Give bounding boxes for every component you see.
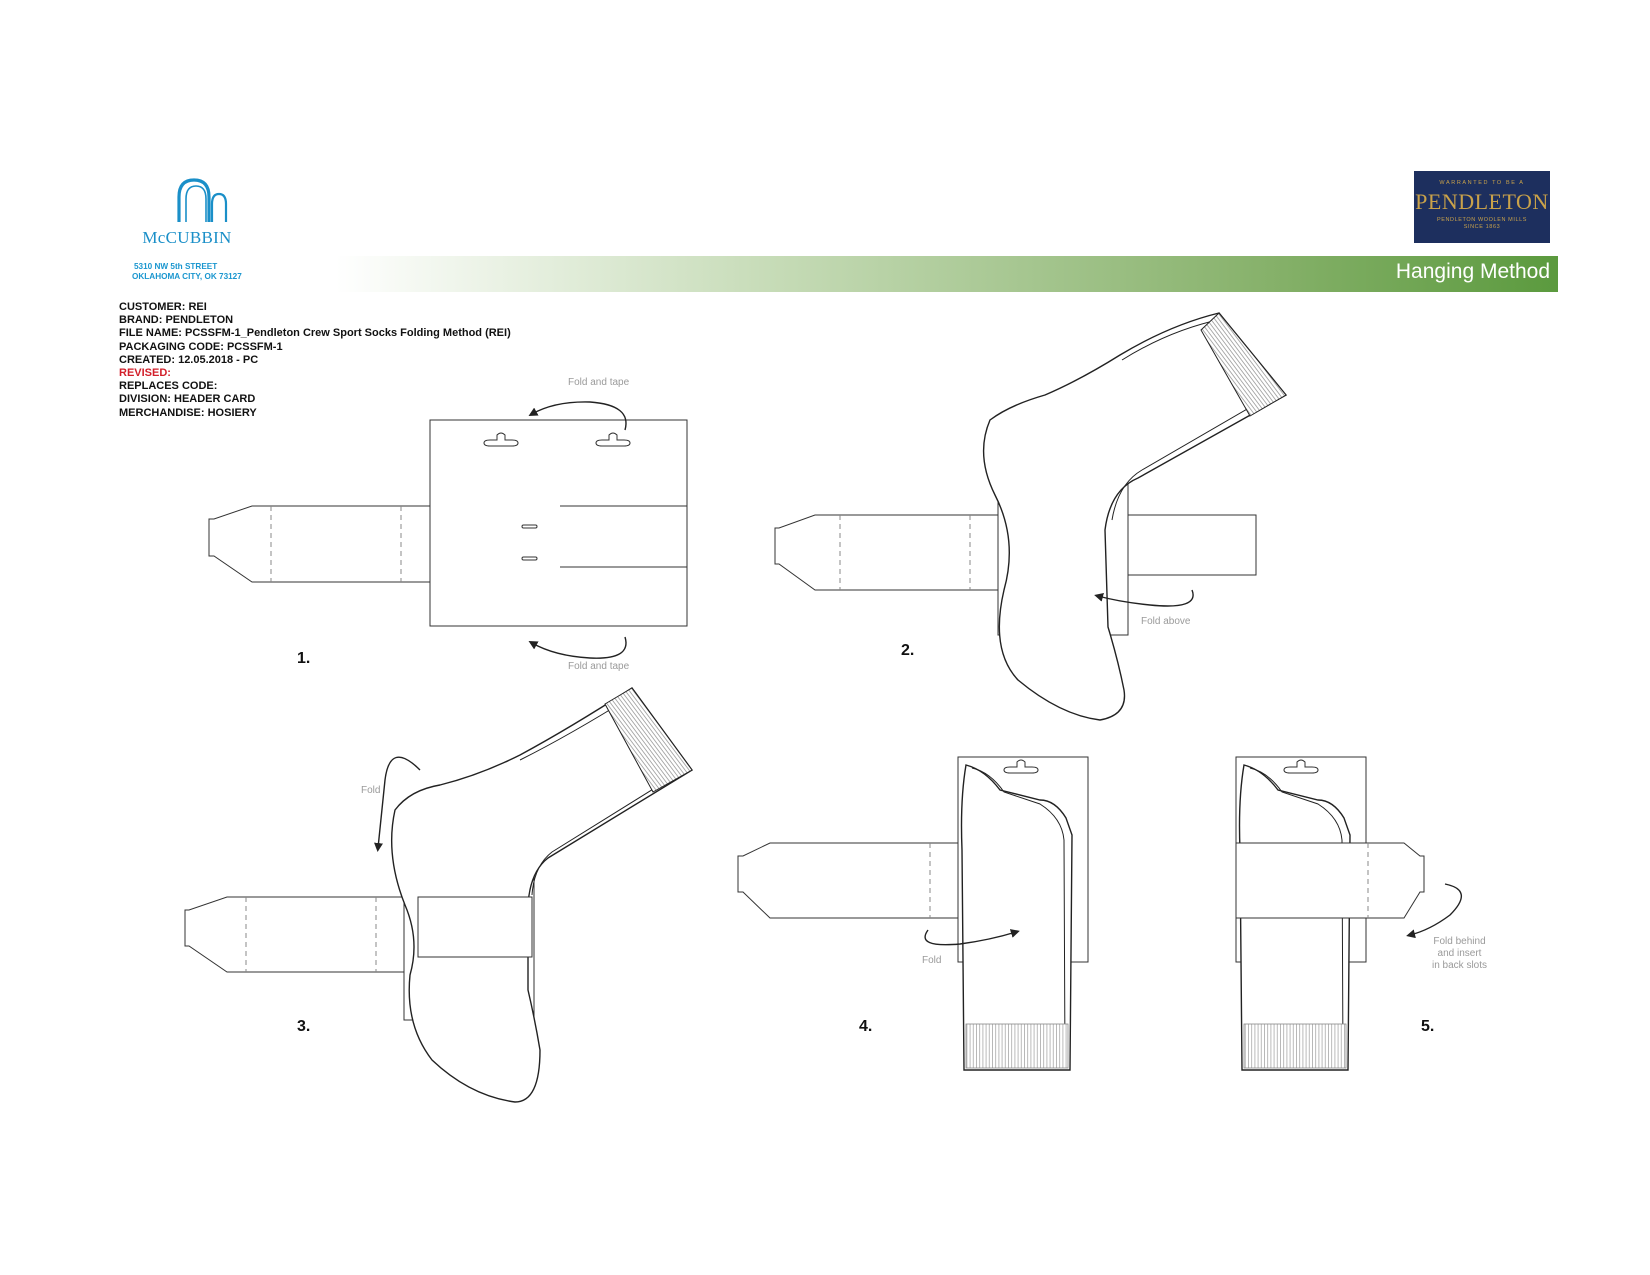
pendleton-subtext-2: SINCE 1863 <box>1463 224 1501 230</box>
step3-note: Fold <box>361 785 381 796</box>
spec-created: CREATED: 12.05.2018 - PC <box>119 353 259 366</box>
header-band <box>120 256 1558 292</box>
spec-brand: BRAND: PENDLETON <box>119 314 234 327</box>
step5-sock <box>1235 764 1425 1071</box>
step-number-3: 3. <box>297 1018 311 1035</box>
step1-note-bottom: Fold and tape <box>568 661 630 672</box>
company-name: McCUBBIN <box>142 228 232 247</box>
company-address: 5310 NW 5th STREET OKLAHOMA CITY, OK 731… <box>132 262 242 281</box>
step4-arrow <box>924 929 1020 946</box>
pendleton-label-logo: WARRANTED TO BE A PENDLETON PENDLETON WO… <box>1414 171 1550 243</box>
pendleton-name: PENDLETON <box>1415 189 1549 214</box>
step-number-2: 2. <box>901 642 915 659</box>
step5-arrow <box>1406 883 1462 939</box>
spec-revised: REVISED: <box>119 367 171 380</box>
step1-note-top: Fold and tape <box>568 377 630 388</box>
spec-packaging-code: PACKAGING CODE: PCSSFM-1 <box>119 340 283 353</box>
pendleton-top-text: WARRANTED TO BE A <box>1439 180 1525 186</box>
spec-customer: CUSTOMER: REI <box>119 301 207 313</box>
step2-arrow <box>1094 589 1194 607</box>
step3-sock <box>391 687 694 1103</box>
address-line-2: OKLAHOMA CITY, OK 73127 <box>132 271 242 281</box>
step-number-4: 4. <box>859 1018 873 1035</box>
step1-arrow-bottom <box>528 636 627 659</box>
step4-note: Fold <box>922 955 942 966</box>
pendleton-subtext-1: PENDLETON WOOLEN MILLS <box>1436 217 1528 223</box>
step-number-5: 5. <box>1421 1018 1435 1035</box>
spec-file-name: FILE NAME: PCSSFM-1_Pendleton Crew Sport… <box>119 327 511 340</box>
spec-division: DIVISION: HEADER CARD <box>119 393 256 406</box>
mccubbin-arch-logo <box>177 178 228 222</box>
step2-sock <box>982 312 1288 721</box>
spec-merchandise: MERCHANDISE: HOSIERY <box>119 406 257 419</box>
page-title: Hanging Method <box>1395 260 1550 283</box>
step2-note: Fold above <box>1141 616 1191 627</box>
address-line-1: 5310 NW 5th STREET <box>134 262 218 271</box>
step1-arrow-top <box>528 401 627 431</box>
step1-card <box>208 419 688 627</box>
step4-sock <box>960 764 1073 1071</box>
spec-block: CUSTOMER: REI BRAND: PENDLETON FILE NAME… <box>119 301 511 420</box>
step3-arrow <box>374 756 421 852</box>
step5-note: Fold behind and insert in back slots <box>1432 936 1488 971</box>
step-number-1: 1. <box>297 650 311 667</box>
spec-replaces-code: REPLACES CODE: <box>119 380 218 393</box>
